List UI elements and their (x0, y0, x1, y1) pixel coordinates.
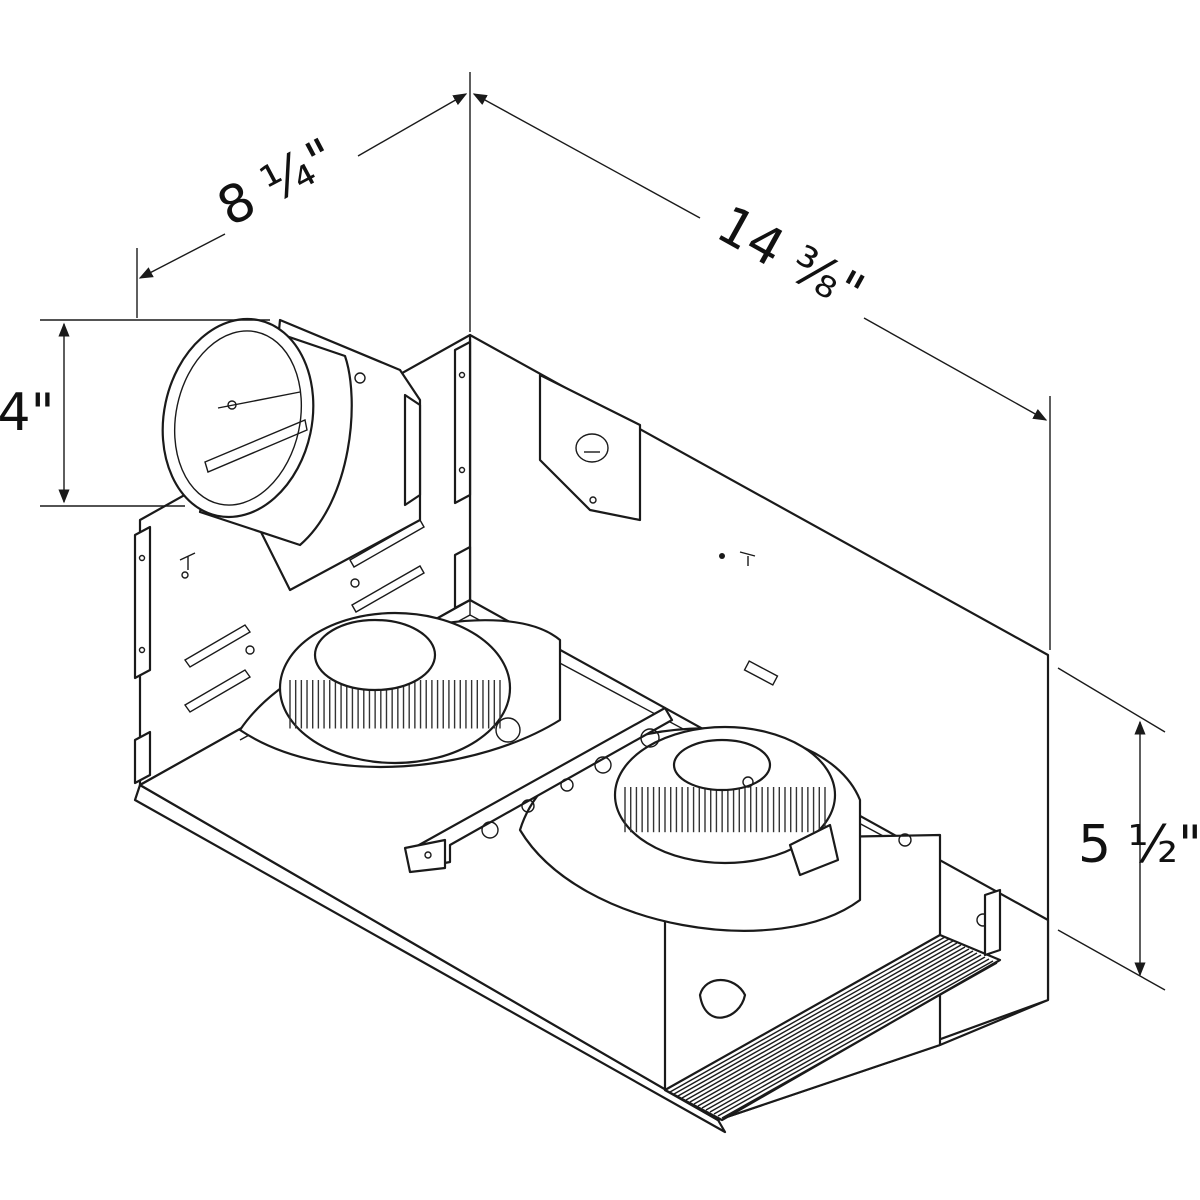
duct-collar (161, 317, 422, 592)
dimension-lines (40, 72, 1166, 991)
grille-slat (701, 952, 978, 1109)
dim-duct-label: 4" (0, 383, 55, 443)
grille-slat (721, 962, 998, 1119)
grille-slat (709, 956, 986, 1113)
blower-wheel-left (238, 611, 562, 769)
grille-slat (677, 940, 954, 1097)
grille-slat (705, 954, 982, 1111)
blower-wheel-right (518, 725, 862, 932)
mounting-bracket (403, 706, 674, 874)
grille-slat (717, 960, 994, 1117)
grille-slat (713, 958, 990, 1115)
grille-slat (669, 936, 946, 1093)
grille-slat (689, 946, 966, 1103)
grille-slat (693, 948, 970, 1105)
grille-slat (673, 938, 950, 1095)
grille-slat (681, 942, 958, 1099)
dim-height-label: 5 ½" (1078, 815, 1200, 875)
grille (663, 823, 1002, 1122)
grille-slat (697, 950, 974, 1107)
dim-width-label: 8 ¼" (208, 127, 346, 238)
dim-length-label: 14 ⅜" (707, 195, 873, 324)
grille-slat (685, 944, 962, 1101)
